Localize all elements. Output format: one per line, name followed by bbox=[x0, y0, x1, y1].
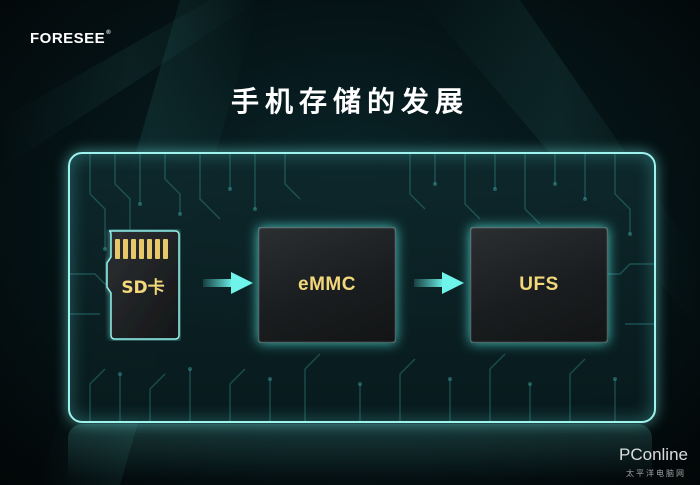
arrow-right-icon bbox=[414, 272, 464, 294]
circuit-pattern bbox=[70, 154, 654, 421]
chip-ufs: UFS bbox=[470, 227, 608, 343]
watermark-logo: PConline bbox=[619, 445, 688, 464]
page-title: 手机存储的发展 bbox=[230, 85, 469, 118]
stage-label-ufs: UFS bbox=[519, 274, 559, 295]
panel-reflection bbox=[68, 424, 652, 479]
arrow-right-icon bbox=[203, 272, 253, 294]
stage-label-emmc: eMMC bbox=[298, 274, 356, 295]
sd-card-icon bbox=[106, 230, 180, 340]
watermark-subtitle: 太平洋电脑网 bbox=[626, 469, 686, 478]
stage-label-sd: SD卡 bbox=[121, 278, 165, 298]
brand-logo: FORESEE® bbox=[30, 30, 112, 47]
chip-emmc: eMMC bbox=[258, 227, 396, 343]
